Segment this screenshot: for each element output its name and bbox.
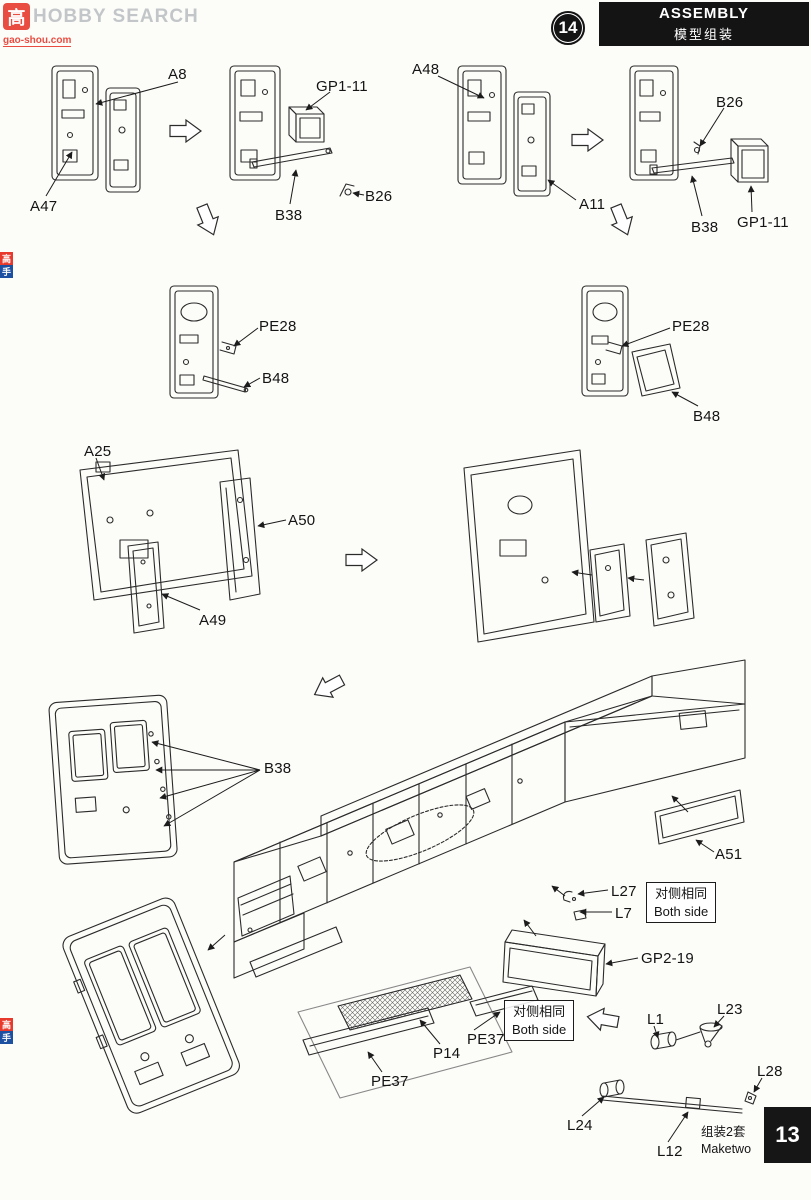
part-label-a49: A49: [199, 612, 227, 629]
watermark-logo-icon: 高: [3, 3, 30, 30]
watermark-side-char-top: 高: [0, 252, 13, 265]
part-label-pe37-2: PE37: [371, 1073, 409, 1090]
part-label-pe28-2: PE28: [672, 318, 710, 335]
watermark-side-mark: 高 手: [0, 252, 13, 278]
watermark-side-char-bottom-2: 手: [0, 1031, 13, 1044]
part-label-p14: P14: [433, 1045, 461, 1062]
step-flow-arrows: [169, 118, 634, 1032]
note-make-two: 组装2套 Maketwo: [701, 1124, 751, 1158]
note-both-side-1-en: Both side: [654, 903, 709, 919]
watermark: 高 HOBBY SEARCH gao-shou.com: [3, 3, 199, 48]
part-label-a25: A25: [84, 443, 112, 460]
part-label-a8: A8: [168, 66, 187, 83]
part-label-b48: B48: [262, 370, 290, 387]
parts-drawings: [48, 65, 769, 1114]
part-label-b26: B26: [365, 188, 393, 205]
part-label-gp1-11: GP1-11: [316, 78, 368, 95]
watermark-site: gao-shou.com: [3, 35, 72, 47]
part-label-a47: A47: [30, 198, 58, 215]
step-number-badge: 14: [551, 11, 585, 45]
note-make-two-zh: 组装2套: [701, 1125, 746, 1139]
part-label-pe28: PE28: [259, 318, 297, 335]
note-both-side-2-zh: 对侧相同: [513, 1004, 566, 1019]
note-both-side-1: 对侧相同 Both side: [646, 882, 717, 924]
part-label-gp1-11-2: GP1-11: [737, 214, 789, 231]
watermark-side-char-bottom: 手: [0, 265, 13, 278]
part-label-l12: L12: [657, 1143, 683, 1160]
part-label-l7: L7: [615, 905, 633, 922]
part-label-a50: A50: [288, 512, 316, 529]
note-both-side-2-en: Both side: [512, 1021, 567, 1037]
leader-lines: [45, 75, 763, 1143]
part-label-a11: A11: [579, 196, 606, 213]
watermark-brand: HOBBY SEARCH: [33, 5, 199, 27]
part-label-l24: L24: [567, 1117, 593, 1134]
part-label-b48-2: B48: [693, 408, 721, 425]
part-label-a48: A48: [412, 61, 440, 78]
part-label-b38-2: B38: [691, 219, 719, 236]
header-title-zh: 模型组装: [673, 27, 734, 42]
part-label-a51: A51: [715, 846, 743, 863]
part-label-gp2-19: GP2-19: [641, 950, 694, 967]
header-title-en: ASSEMBLY: [659, 5, 749, 22]
page-number: 13: [764, 1107, 811, 1163]
part-label-b38: B38: [275, 207, 303, 224]
part-label-l23: L23: [717, 1001, 743, 1018]
part-label-b26-2: B26: [716, 94, 744, 111]
part-label-pe37: PE37: [467, 1031, 505, 1048]
part-label-l1: L1: [647, 1011, 665, 1028]
watermark-side-mark-2: 高 手: [0, 1018, 13, 1044]
part-label-b38-3: B38: [264, 760, 292, 777]
assembly-header: ASSEMBLY 模型组装: [599, 2, 809, 46]
note-make-two-en: Maketwo: [701, 1141, 752, 1156]
part-label-l27: L27: [611, 883, 637, 900]
note-both-side-2: 对侧相同 Both side: [504, 1000, 575, 1042]
watermark-side-char-top-2: 高: [0, 1018, 13, 1031]
note-both-side-1-zh: 对侧相同: [655, 886, 708, 901]
part-label-l28: L28: [757, 1063, 783, 1080]
